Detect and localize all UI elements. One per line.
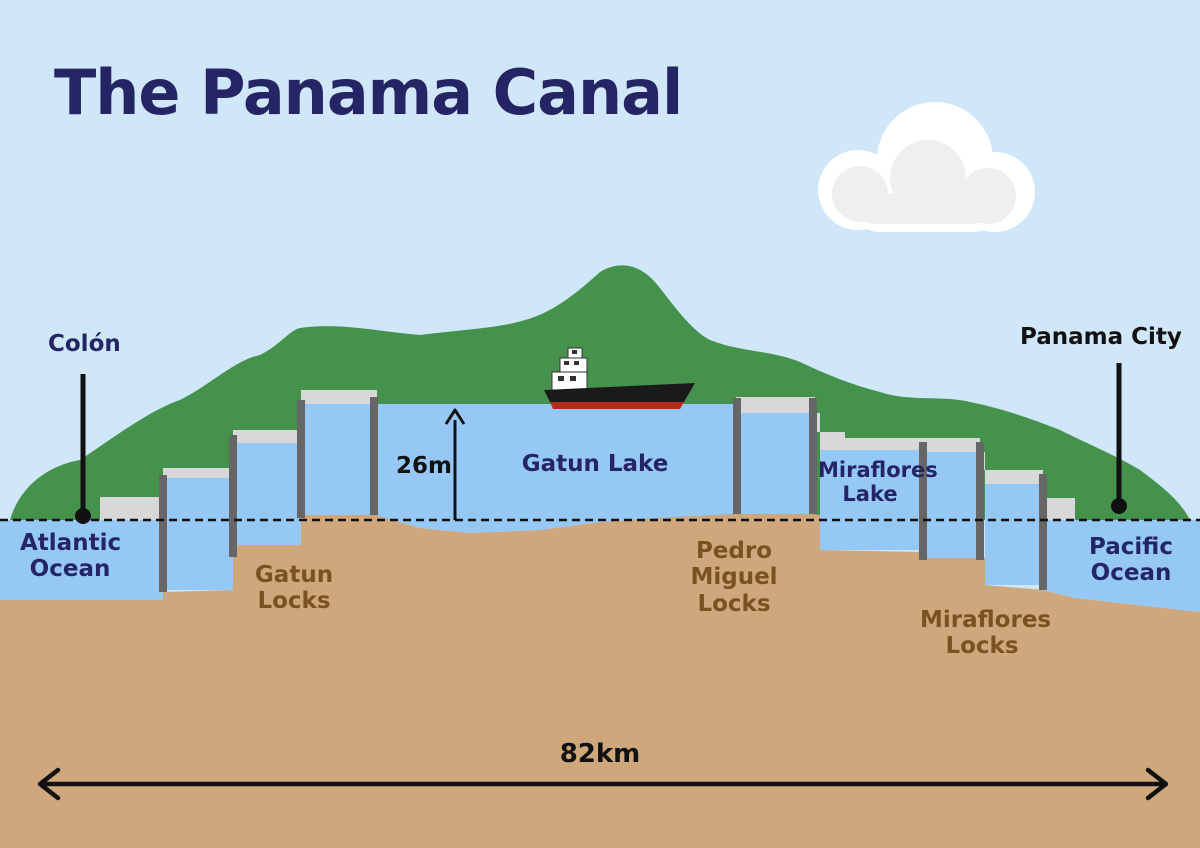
ship-icon bbox=[544, 347, 695, 409]
pedro-miguel-lock-wall bbox=[736, 397, 815, 413]
lock-walls bbox=[100, 390, 1075, 520]
colon-label: Colón bbox=[48, 331, 121, 357]
cloud-icon bbox=[818, 102, 1035, 232]
miraflores-lock-chamber-2 bbox=[985, 484, 1043, 585]
page-title: The Panama Canal bbox=[54, 56, 683, 129]
gatun-lake-water bbox=[375, 404, 736, 533]
pacific-ocean-label: Pacific Ocean bbox=[1089, 534, 1173, 587]
atlantic-ocean-water bbox=[0, 520, 163, 600]
miraflores-lake-label: Miraflores Lake bbox=[818, 458, 938, 507]
gatun-lock-wall bbox=[100, 390, 377, 520]
miraflores-locks-label: Miraflores Locks bbox=[920, 607, 1052, 660]
panama-city-label: Panama City bbox=[1020, 324, 1182, 350]
lock-gates bbox=[159, 397, 1047, 592]
height-label: 26m bbox=[396, 453, 452, 479]
lock-gate bbox=[976, 442, 984, 560]
miraflores-lock-wall bbox=[812, 413, 1075, 520]
lock-gate bbox=[159, 475, 167, 592]
gatun-lock-chamber-3 bbox=[301, 404, 375, 515]
pedro-miguel-locks-label: Pedro Miguel Locks bbox=[690, 538, 778, 617]
gatun-lock-chamber-1 bbox=[163, 478, 233, 590]
gatun-lake-label: Gatun Lake bbox=[521, 451, 669, 477]
lock-gate bbox=[809, 398, 817, 514]
length-label: 82km bbox=[559, 739, 641, 769]
lock-gate bbox=[370, 397, 378, 515]
ground bbox=[0, 512, 1200, 848]
pedro-miguel-lock-chamber bbox=[736, 413, 812, 514]
gatun-locks-label: Gatun Locks bbox=[254, 562, 334, 615]
length-arrow bbox=[37, 767, 1169, 801]
miraflores-lock-chamber-1 bbox=[923, 452, 980, 558]
lock-gate bbox=[733, 398, 741, 514]
height-arrow bbox=[444, 408, 466, 520]
panama-city-marker bbox=[1111, 363, 1127, 514]
lock-gate bbox=[229, 435, 237, 557]
gatun-lock-chamber-2 bbox=[233, 443, 301, 545]
pacific-ocean-water bbox=[1043, 520, 1200, 612]
water-bodies bbox=[0, 404, 1200, 612]
colon-marker bbox=[75, 374, 91, 524]
lock-gate bbox=[297, 400, 305, 518]
lock-gate bbox=[919, 442, 927, 560]
atlantic-ocean-label: Atlantic Ocean bbox=[20, 530, 122, 583]
lock-gate bbox=[1039, 474, 1047, 590]
miraflores-lake-water bbox=[820, 450, 923, 550]
